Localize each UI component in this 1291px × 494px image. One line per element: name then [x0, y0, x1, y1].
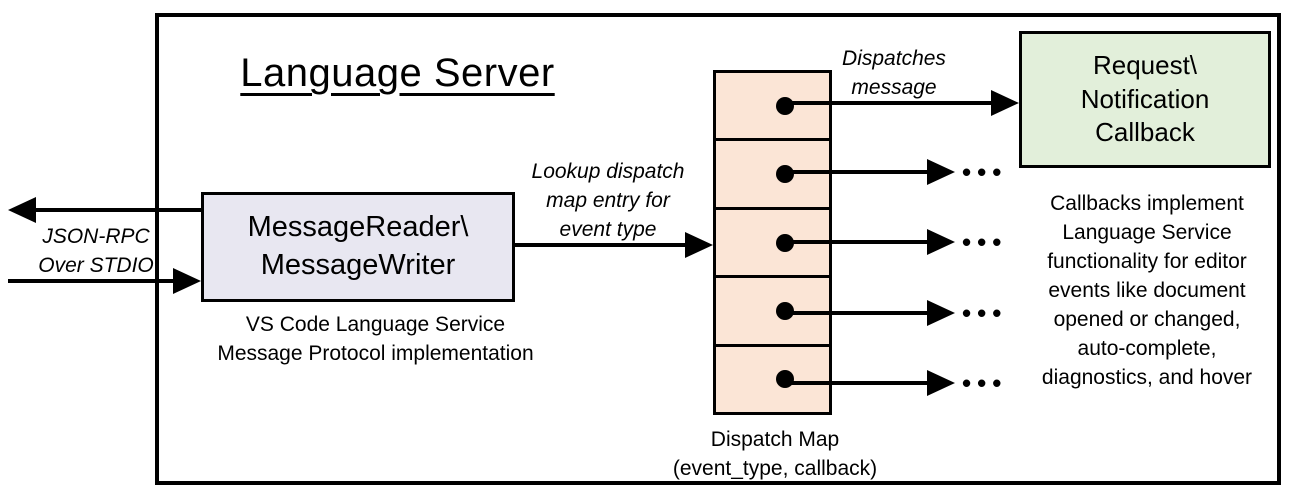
arrowhead-right-icon [173, 268, 201, 294]
callback-box-line2: Notification [1080, 83, 1210, 114]
arrowhead-right-icon [927, 229, 955, 255]
ellipsis-label: ••• [962, 298, 1008, 328]
callback-box-line3: Callback [1095, 117, 1195, 148]
message-rw-caption-line1: VS Code Language Service [245, 313, 506, 336]
callbacks-caption-line: auto-complete, [1077, 336, 1217, 360]
dispatches-label-line1: Dispatches [842, 47, 946, 70]
message-writer-line: MessageWriter [260, 249, 456, 281]
request-notification-callback-box: Request\ Notification Callback [1019, 31, 1271, 168]
dispatch-row2-arrow-line [788, 170, 927, 174]
message-reader-line: MessageReader\ [247, 211, 469, 244]
dispatch-dot-icon [776, 96, 794, 115]
lookup-label-line3: event type [559, 217, 657, 241]
dispatches-message-label: Dispatches message [828, 45, 960, 103]
json-rpc-label-line2: Over STDIO [38, 253, 154, 277]
arrowhead-right-icon [685, 232, 713, 258]
ellipsis-label: ••• [962, 157, 1008, 187]
dispatch-cell-4 [716, 275, 829, 343]
message-rw-caption-line2: Message Protocol implementation [217, 341, 534, 365]
lookup-label-line2: map entry for [546, 188, 670, 212]
dispatch-dot-icon [776, 165, 794, 184]
ellipsis-label: ••• [962, 227, 1008, 257]
json-rpc-stdio-label: JSON-RPC Over STDIO [20, 223, 172, 281]
stdio-out-arrow-line [36, 208, 201, 212]
dispatch-dot-icon [776, 301, 794, 320]
dispatch-map-caption: Dispatch Map (event_type, callback) [660, 426, 890, 484]
arrowhead-right-icon [927, 159, 955, 185]
arrowhead-right-icon [991, 90, 1019, 116]
dispatch-cell-3 [716, 206, 829, 275]
lookup-label-line1: Lookup dispatch [531, 160, 685, 183]
dispatch-dot-icon [776, 370, 794, 389]
dispatch-cell-5 [716, 343, 829, 412]
lookup-dispatch-label: Lookup dispatch map entry for event type [518, 158, 698, 245]
stdio-in-arrow-line [8, 279, 173, 283]
dispatch-cell-2 [716, 138, 829, 206]
arrowhead-right-icon [927, 370, 955, 396]
language-server-title: Language Server [240, 51, 555, 95]
callbacks-caption: Callbacks implement Language Service fun… [1020, 190, 1274, 393]
dispatch-map-caption-line2: (event_type, callback) [672, 456, 878, 480]
dispatches-label-line2: message [851, 75, 937, 99]
dispatch-row3-arrow-line [788, 240, 927, 244]
dispatch-dot-icon [776, 233, 794, 252]
lookup-arrow-line [515, 243, 688, 247]
callbacks-caption-line: Language Service [1062, 220, 1232, 244]
dispatch-row5-arrow-line [788, 381, 927, 385]
message-reader-writer-box: MessageReader\ MessageWriter [201, 192, 515, 302]
dispatch-row4-arrow-line [788, 311, 927, 315]
callbacks-caption-line: events like document [1048, 278, 1246, 302]
language-server-box [155, 13, 1281, 485]
callback-box-line1: Request\ [1092, 49, 1198, 80]
ellipsis-label: ••• [962, 368, 1008, 398]
callbacks-caption-line: diagnostics, and hover [1041, 365, 1253, 389]
callbacks-caption-line: functionality for editor [1047, 249, 1247, 273]
callbacks-caption-line: Callbacks implement [1050, 192, 1244, 215]
dispatch-row1-arrow-line [788, 101, 991, 105]
callbacks-caption-line: opened or changed, [1053, 307, 1241, 331]
message-rw-caption: VS Code Language Service Message Protoco… [178, 311, 573, 369]
json-rpc-label-line1: JSON-RPC [42, 225, 150, 248]
dispatch-map-caption-line1: Dispatch Map [710, 428, 840, 451]
dispatch-cell-1 [716, 73, 829, 138]
arrowhead-right-icon [927, 300, 955, 326]
arrowhead-left-icon [8, 197, 36, 223]
